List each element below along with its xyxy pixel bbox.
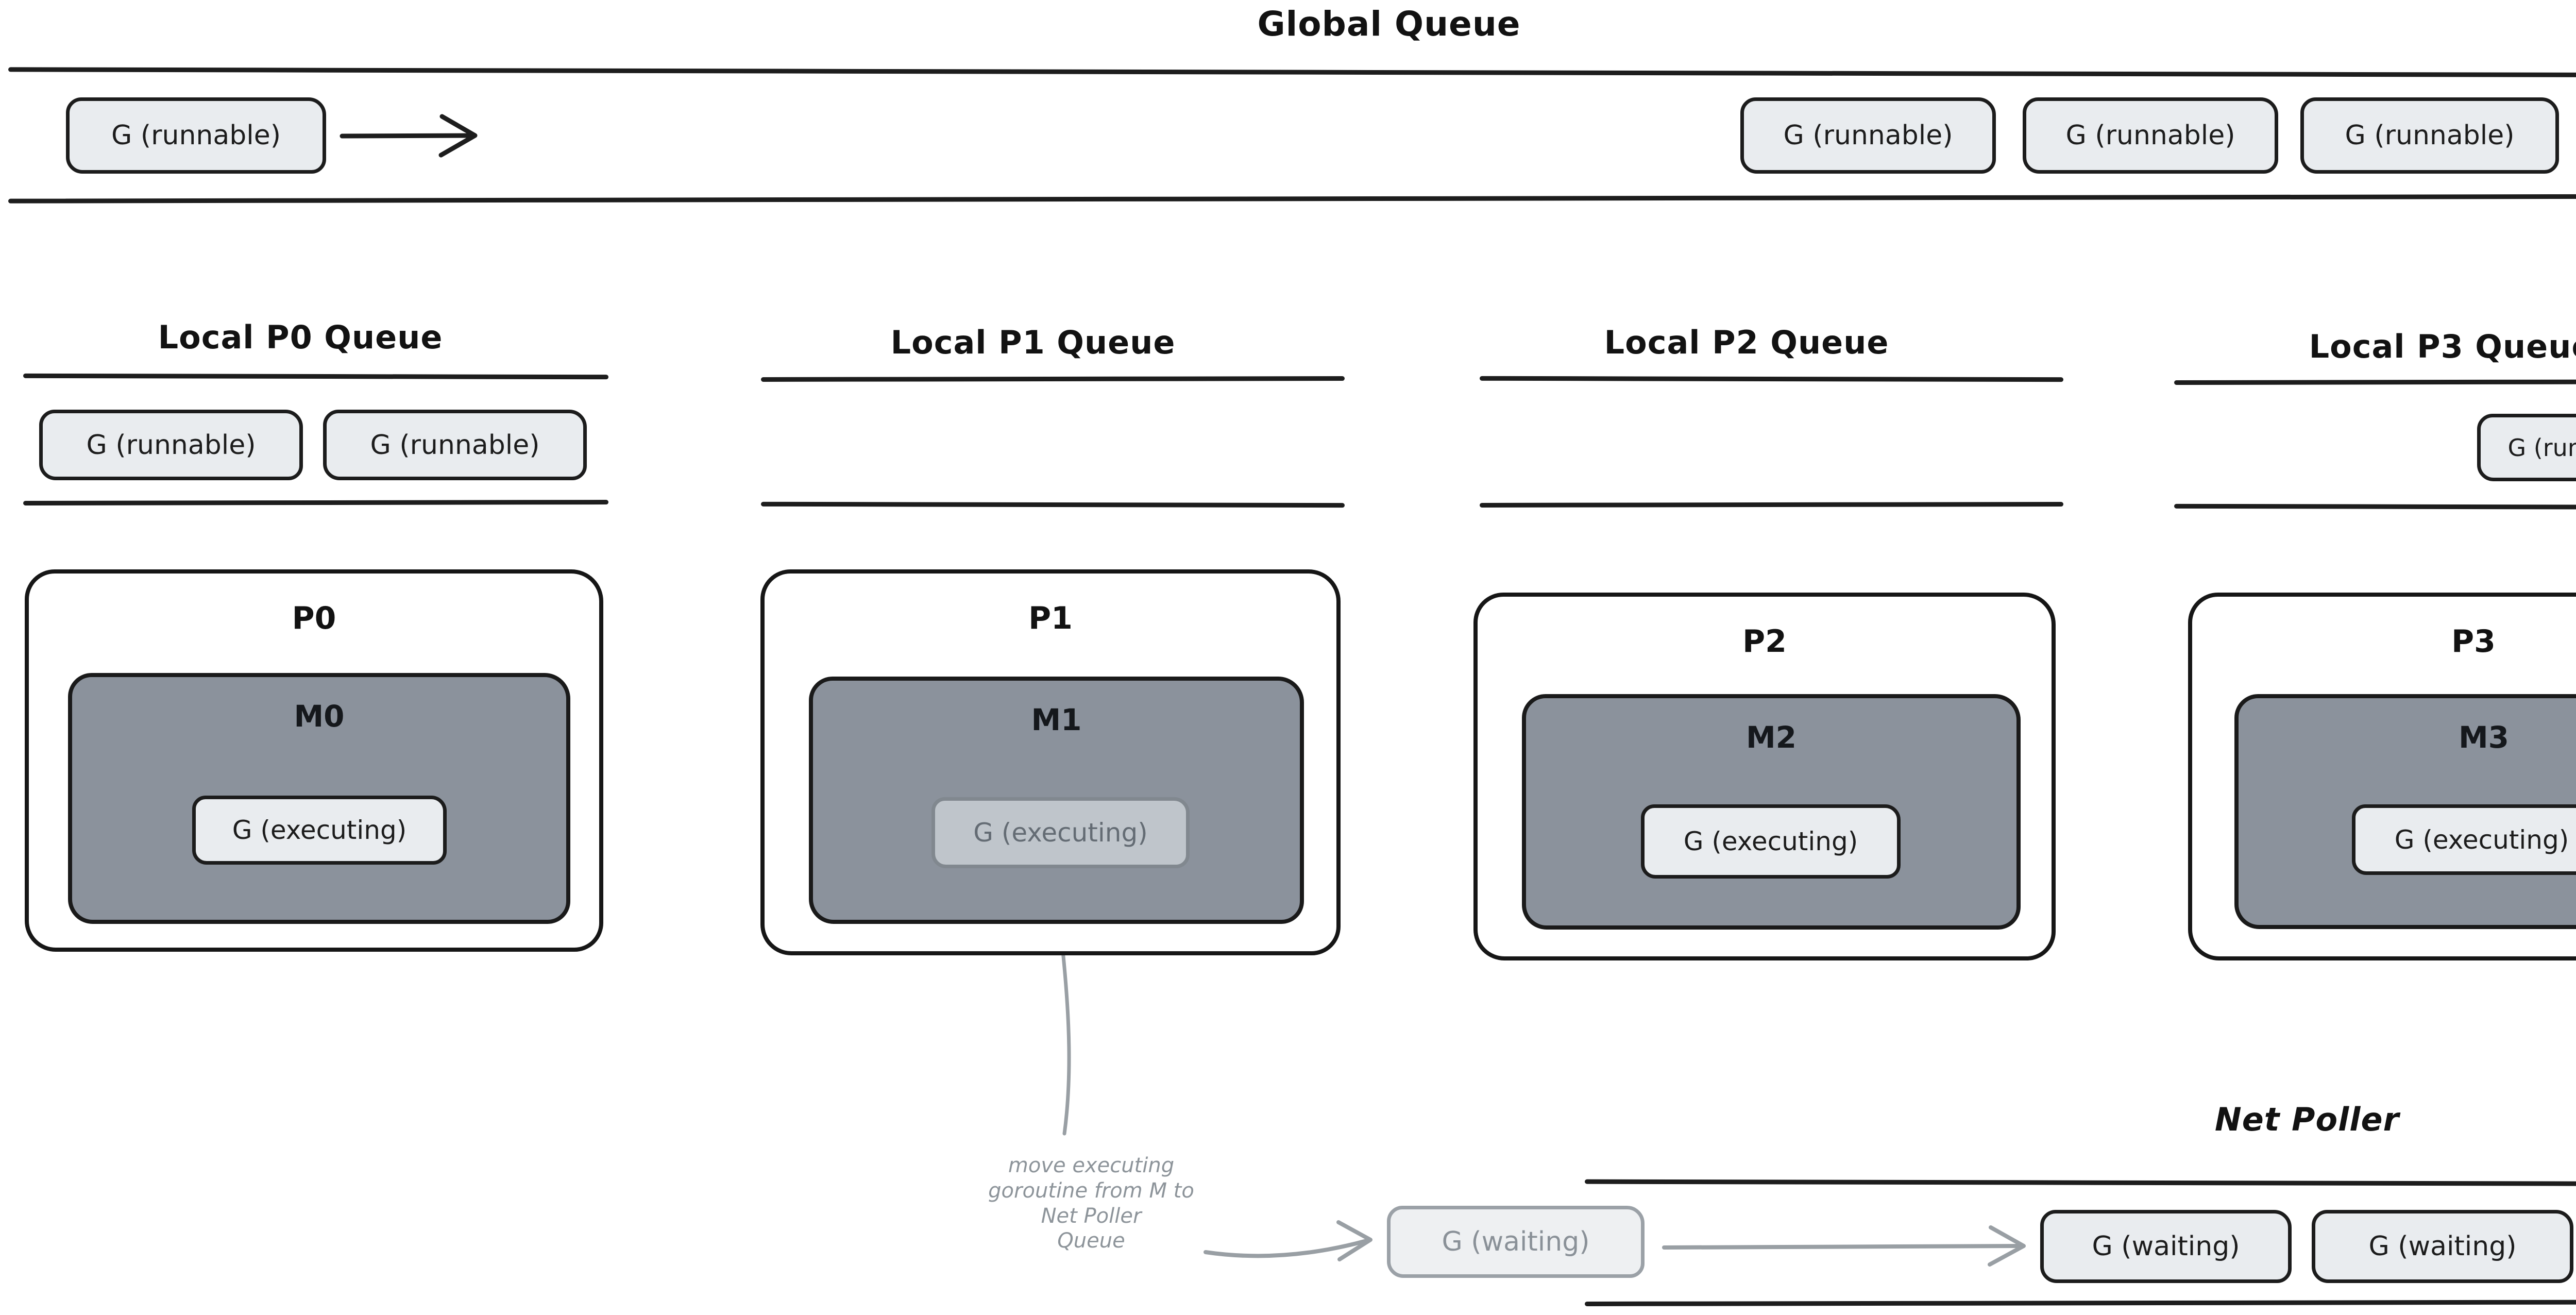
local-p0-queue-title: Local P0 Queue <box>158 318 443 356</box>
processor-p2-box: P2 M2 G (executing) <box>1473 593 2056 960</box>
local-p3-queue-top-line <box>2174 379 2576 385</box>
machine-m0-label: M0 <box>294 699 345 734</box>
note-line: move executing <box>1008 1154 1175 1177</box>
local-p3-queue-item: G (runnable) <box>2477 414 2576 481</box>
processor-p0-box: P0 M0 G (executing) <box>25 569 603 952</box>
machine-m1-box: M1 G (executing) <box>809 677 1304 924</box>
net-poller-item: G (waiting) <box>2312 1210 2573 1283</box>
goroutine-executing-m3: G (executing) <box>2352 804 2576 875</box>
local-p2-queue-bottom-line <box>1479 502 2064 508</box>
local-p1-queue-top-line <box>760 376 1345 382</box>
global-queue-left-arrow-icon <box>340 114 478 158</box>
net-poller-item: G (waiting) <box>2040 1210 2292 1283</box>
machine-m3-box: M3 G (executing) <box>2234 694 2576 929</box>
processor-p3-box: P3 M3 G (executing) <box>2188 593 2576 960</box>
move-goroutine-note: move executing goroutine from M to Net P… <box>988 1153 1194 1254</box>
net-poller-top-line <box>1584 1179 2576 1187</box>
local-p0-queue-item: G (runnable) <box>39 410 303 480</box>
processor-p2-label: P2 <box>1742 623 1787 660</box>
goroutine-executing-m1-faded: G (executing) <box>931 797 1190 868</box>
processor-p1-box: P1 M1 G (executing) <box>760 569 1341 955</box>
local-p3-queue-bottom-line <box>2174 503 2576 510</box>
local-p2-queue-top-line <box>1479 376 2064 382</box>
waiting-to-netpoller-arrow-icon <box>1662 1225 2026 1267</box>
global-queue-item: G (runnable) <box>1740 97 1996 174</box>
goroutine-executing-m2: G (executing) <box>1641 804 1901 879</box>
local-p1-queue-bottom-line <box>760 501 1345 508</box>
local-p0-queue-top-line <box>23 373 609 380</box>
note-line: Queue <box>1057 1229 1125 1253</box>
global-queue-top-line <box>8 67 2576 78</box>
processor-p3-label: P3 <box>2451 623 2496 660</box>
processor-p1-label: P1 <box>1028 600 1073 636</box>
local-p2-queue-title: Local P2 Queue <box>1604 324 1889 361</box>
goroutine-waiting-faded: G (waiting) <box>1387 1206 1645 1278</box>
machine-m0-box: M0 G (executing) <box>68 673 570 924</box>
machine-m1-label: M1 <box>1031 702 1082 737</box>
net-poller-title: Net Poller <box>2214 1101 2400 1138</box>
net-poller-bottom-line <box>1584 1300 2576 1306</box>
processor-p0-label: P0 <box>292 600 336 636</box>
machine-m3-label: M3 <box>2458 720 2510 755</box>
machine-m2-box: M2 G (executing) <box>1522 694 2021 930</box>
note-to-waiting-arrow-icon <box>1204 1220 1372 1261</box>
global-queue-item: G (runnable) <box>66 97 326 174</box>
machine-m2-label: M2 <box>1745 720 1797 755</box>
global-queue-title: Global Queue <box>1257 4 1521 44</box>
note-line: Net Poller <box>1041 1204 1142 1228</box>
goroutine-executing-m0: G (executing) <box>192 796 447 865</box>
local-p0-queue-bottom-line <box>23 500 609 505</box>
local-p0-queue-item: G (runnable) <box>323 410 587 480</box>
local-p3-queue-title: Local P3 Queue <box>2309 328 2576 365</box>
global-queue-item: G (runnable) <box>2023 97 2278 174</box>
global-queue-item: G (runnable) <box>2300 97 2559 174</box>
note-line: goroutine from M to <box>988 1178 1194 1203</box>
local-p1-queue-title: Local P1 Queue <box>890 324 1176 361</box>
global-queue-bottom-line <box>8 194 2576 204</box>
